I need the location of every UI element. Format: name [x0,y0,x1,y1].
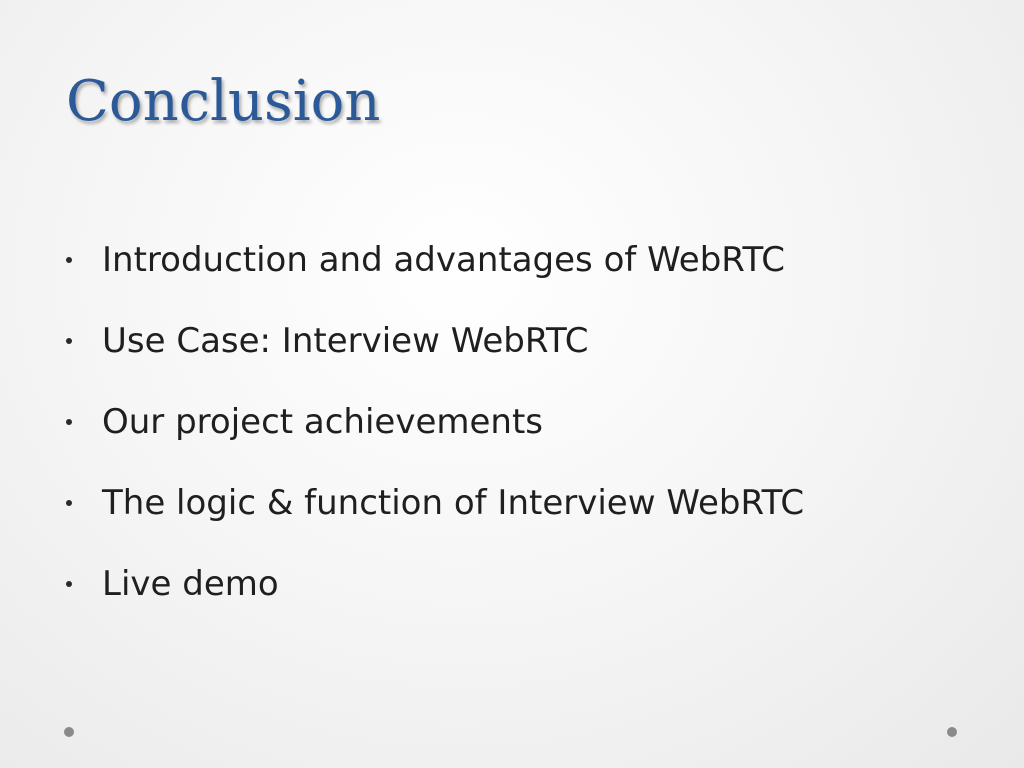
bullet-text: Live demo [102,564,279,604]
corner-dot-icon [947,727,957,737]
slide-title: Conclusion [66,69,381,134]
bullet-dot-icon [66,581,72,587]
bullet-dot-icon [66,500,72,506]
bullet-text: The logic & function of Interview WebRTC [102,483,805,523]
bullet-item: Live demo [66,556,804,637]
bullet-item: The logic & function of Interview WebRTC [66,475,804,556]
bullet-text: Use Case: Interview WebRTC [102,321,589,361]
bullet-list: Introduction and advantages of WebRTC Us… [66,232,804,637]
bullet-item: Use Case: Interview WebRTC [66,313,804,394]
bullet-item: Our project achievements [66,394,804,475]
bullet-dot-icon [66,419,72,425]
bullet-text: Our project achievements [102,402,544,442]
bullet-dot-icon [66,257,72,263]
corner-dot-icon [64,727,74,737]
bullet-text: Introduction and advantages of WebRTC [102,240,785,280]
bullet-dot-icon [66,338,72,344]
bullet-item: Introduction and advantages of WebRTC [66,232,804,313]
